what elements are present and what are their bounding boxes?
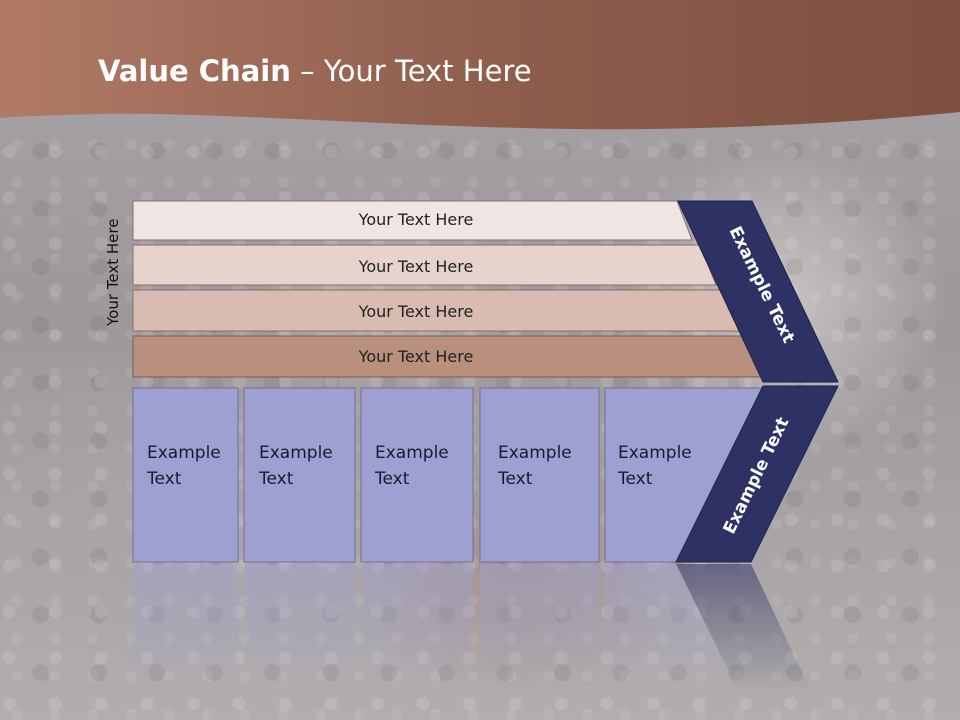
support-row-2-label: Your Text Here [358, 257, 474, 276]
primary-column-3 [360, 387, 474, 563]
support-row-4-label: Your Text Here [358, 347, 474, 366]
support-row-2 [132, 244, 717, 286]
support-row-1-label: Your Text Here [358, 210, 474, 229]
support-row-1 [132, 200, 693, 241]
primary-column-2 [243, 387, 356, 563]
margin-chevron-top [677, 200, 839, 383]
primary-column-2-label: Example Text [259, 443, 333, 489]
title-bold: Value Chain [98, 54, 291, 88]
primary-column-1 [132, 387, 239, 563]
support-row-3-label: Your Text Here [358, 302, 474, 321]
primary-column-1-label: Example Text [147, 443, 221, 489]
primary-column-4 [479, 387, 600, 563]
title-banner [0, 0, 960, 130]
diagram-reflection [133, 564, 812, 694]
primary-column-5-label: Example Text [618, 443, 692, 489]
primary-column-3-label: Example Text [375, 443, 449, 489]
title-rest: – Your Text Here [290, 54, 532, 88]
page-title: Value Chain – Your Text Here [98, 54, 532, 88]
margin-chevron-bottom [675, 385, 839, 563]
primary-column-4-label: Example Text [498, 443, 572, 489]
